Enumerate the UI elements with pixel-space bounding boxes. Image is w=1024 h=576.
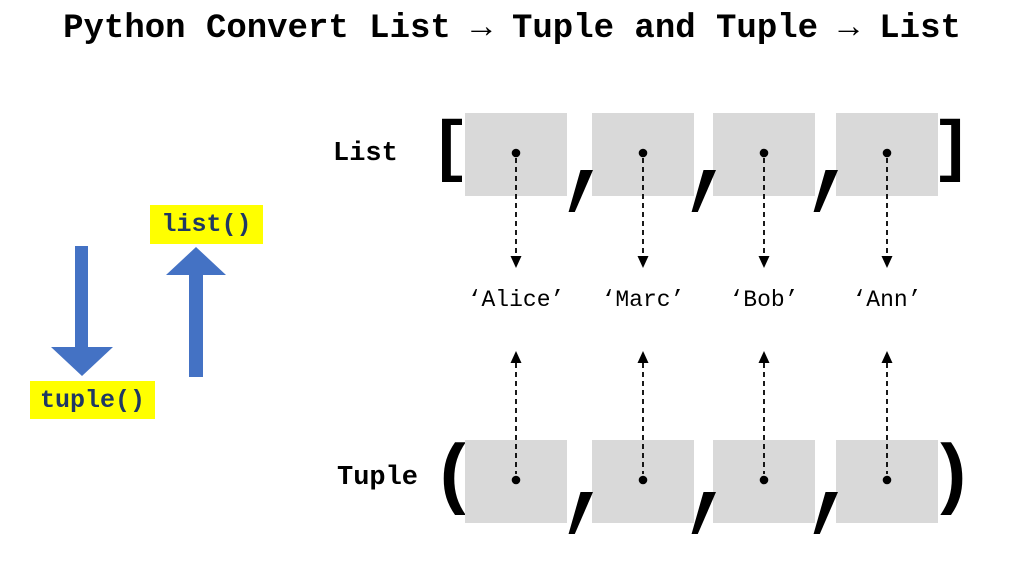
- tuple-cell-2: [592, 440, 694, 523]
- list-comma-separator: ,: [813, 170, 838, 212]
- tuple-function-badge: tuple(): [30, 381, 155, 419]
- tuple-cell-3: [713, 440, 815, 523]
- element-value-4: ‘Ann’: [852, 287, 922, 313]
- list-cell-3: [713, 113, 815, 196]
- convert-to-list-arrow: [189, 274, 203, 377]
- list-cell-4: [836, 113, 938, 196]
- element-value-2: ‘Marc’: [601, 287, 685, 313]
- list-row-label: List: [333, 139, 398, 169]
- convert-to-tuple-arrow: [75, 246, 88, 348]
- tuple-row-label: Tuple: [337, 463, 419, 493]
- element-value-3: ‘Bob’: [729, 287, 799, 313]
- element-value-1: ‘Alice’: [467, 287, 565, 313]
- down-arrowhead-icon: [51, 347, 113, 376]
- list-function-badge: list(): [150, 205, 263, 244]
- list-cell-2: [592, 113, 694, 196]
- list-cell-1: [465, 113, 567, 196]
- slide-title: Python Convert List → Tuple and Tuple → …: [63, 10, 961, 48]
- tuple-comma-separator: ,: [813, 492, 838, 534]
- list-comma-separator: ,: [568, 170, 593, 212]
- tuple-cell-4: [836, 440, 938, 523]
- open-bracket-glyph: [: [429, 111, 471, 189]
- tuple-comma-separator: ,: [568, 492, 593, 534]
- up-arrowhead-icon: [166, 247, 226, 275]
- tuple-cell-1: [465, 440, 567, 523]
- close-paren-glyph: ): [928, 435, 976, 523]
- close-bracket-glyph: ]: [931, 111, 973, 189]
